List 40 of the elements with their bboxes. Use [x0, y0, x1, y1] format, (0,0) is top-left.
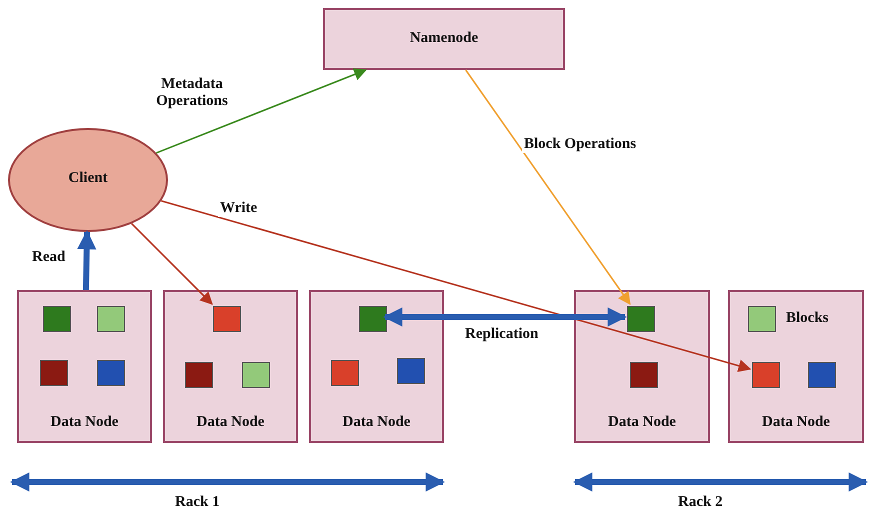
arrow	[161, 200, 752, 372]
thick-arrow	[77, 230, 96, 290]
block-square	[752, 362, 780, 388]
block-square	[630, 362, 658, 388]
data-node-label: Data Node	[50, 414, 120, 431]
arrow	[465, 70, 631, 306]
data-node-label: Data Node	[196, 414, 266, 431]
arrow	[156, 68, 367, 154]
data-node-label: Data Node	[342, 414, 412, 431]
block-square	[748, 306, 776, 332]
block-square	[627, 306, 655, 332]
data-node-label: Data Node	[607, 414, 677, 431]
block-square	[397, 358, 425, 384]
rack-label: Rack 2	[678, 494, 723, 511]
data-node-box	[574, 290, 710, 443]
thick-arrow	[383, 307, 627, 327]
block-square	[43, 306, 71, 332]
edge-label: Replication	[463, 326, 540, 343]
client-label: Client	[67, 170, 109, 187]
block-square	[213, 306, 241, 332]
arrow	[131, 223, 213, 305]
block-square	[97, 306, 125, 332]
data-node-box	[728, 290, 864, 443]
block-caption: Blocks	[786, 310, 829, 327]
data-node-box	[17, 290, 152, 443]
data-node-box	[163, 290, 298, 443]
block-square	[331, 360, 359, 386]
block-square	[242, 362, 270, 388]
edge-label: Write	[218, 200, 260, 217]
namenode-box	[323, 8, 565, 70]
block-square	[808, 362, 836, 388]
rack-label: Rack 1	[175, 494, 220, 511]
block-square	[97, 360, 125, 386]
block-square	[185, 362, 213, 388]
namenode-label: Namenode	[408, 30, 480, 47]
data-node-box	[309, 290, 444, 443]
edge-label: Block Operations	[522, 136, 638, 153]
block-square	[40, 360, 68, 386]
data-node-label: Data Node	[761, 414, 831, 431]
block-square	[359, 306, 387, 332]
